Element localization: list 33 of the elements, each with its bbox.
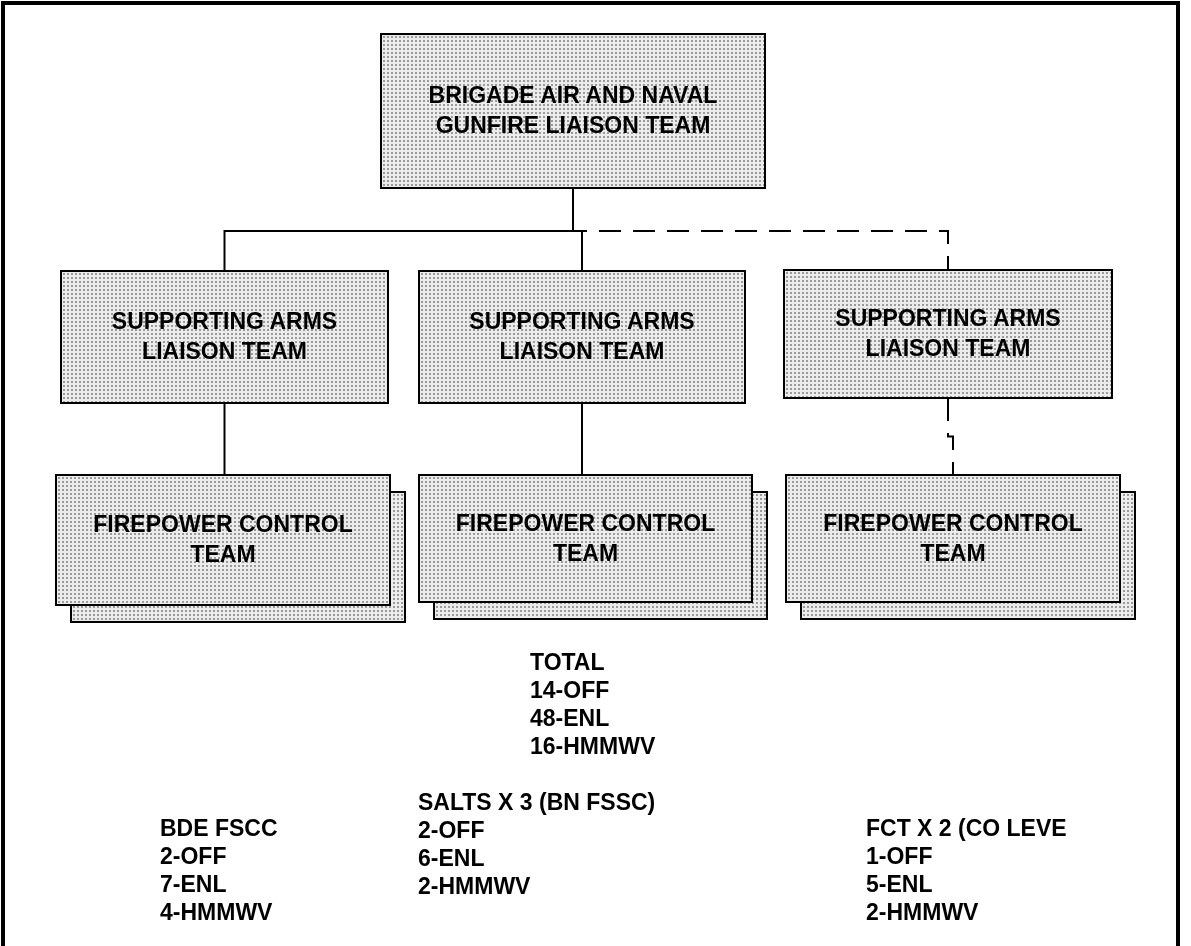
team-name: SUPPORTING ARMS LIAISON TEAM <box>110 307 339 366</box>
personnel-note: 2-OFF <box>418 816 485 844</box>
personnel-note: 14-OFF <box>530 676 610 704</box>
personnel-note: FCT X 2 (CO LEVE <box>866 814 1067 842</box>
personnel-note: BDE FSCC <box>160 814 278 842</box>
team-name: SUPPORTING ARMS LIAISON TEAM <box>834 304 1062 363</box>
team-name: FIREPOWER CONTROL TEAM <box>93 510 353 569</box>
personnel-note: 6-ENL <box>418 844 485 872</box>
personnel-note: 48-ENL <box>530 704 610 732</box>
connector-line <box>581 403 583 475</box>
personnel-note: SALTS X 3 (BN FSSC) <box>418 788 656 816</box>
personnel-note: 4-HMMWV <box>160 898 273 926</box>
connector-line <box>947 398 954 475</box>
team-name: SUPPORTING ARMS LIAISON TEAM <box>468 307 696 366</box>
team-box <box>380 33 766 189</box>
team-name: BRIGADE AIR AND NAVAL GUNFIRE LIAISON TEAM <box>427 81 719 140</box>
team-name: FIREPOWER CONTROL TEAM <box>823 508 1083 568</box>
team-box <box>55 474 391 606</box>
team-box <box>60 270 389 404</box>
personnel-note: 7-ENL <box>160 870 227 898</box>
personnel-note: 5-ENL <box>866 870 933 898</box>
personnel-note: 2-HMMWV <box>866 898 979 926</box>
personnel-note: 2-OFF <box>160 842 227 870</box>
team-box <box>418 270 746 404</box>
personnel-note: 1-OFF <box>866 842 933 870</box>
team-name: FIREPOWER CONTROL TEAM <box>455 508 716 568</box>
connector-line <box>223 403 226 475</box>
personnel-note: TOTAL <box>530 648 605 676</box>
team-box <box>418 474 753 603</box>
team-box <box>783 269 1113 399</box>
team-box <box>785 474 1121 603</box>
personnel-note: 2-HMMWV <box>418 872 531 900</box>
personnel-note: 16-HMMWV <box>530 732 656 760</box>
